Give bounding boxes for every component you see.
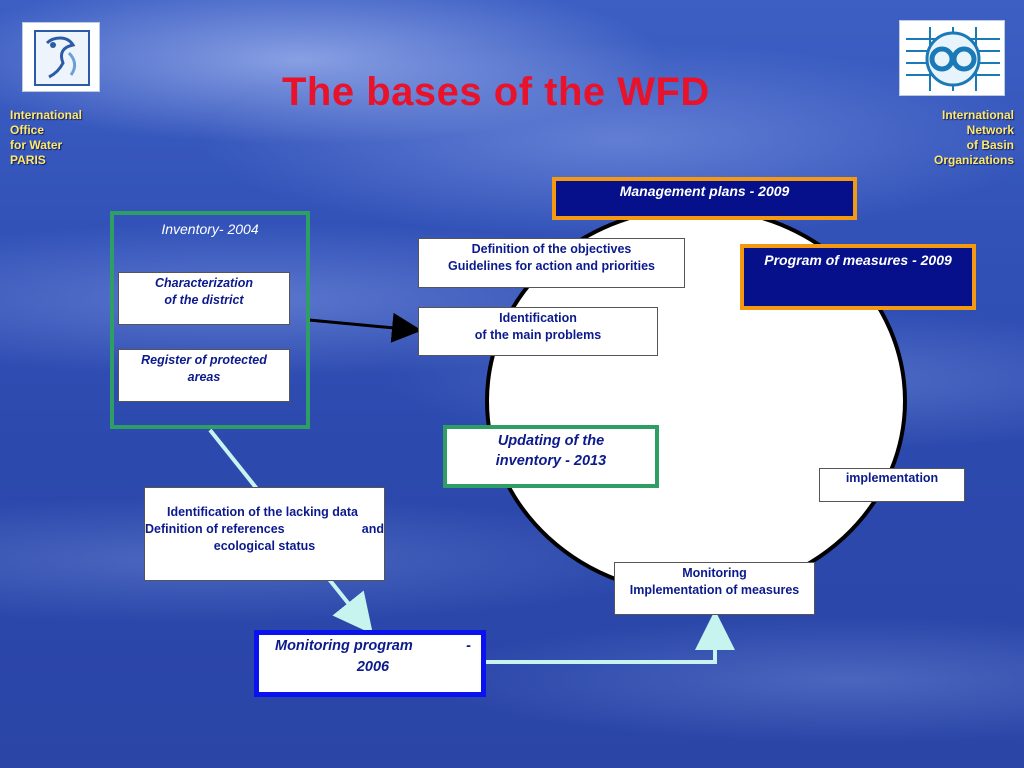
left-org-line: International: [10, 108, 83, 122]
monitoring-impl-line: Monitoring: [682, 566, 747, 580]
right-org-line: International: [941, 108, 1014, 122]
definition-objectives-box: Definition of the objectives Guidelines …: [418, 238, 685, 288]
left-org-line: Office: [10, 123, 45, 137]
lacking-data-line: Identification of the lacking data: [167, 505, 358, 519]
management-plans-box: Management plans - 2009: [552, 177, 857, 220]
inbo-logo: [899, 20, 1005, 96]
left-org-label: International Office for Water PARIS: [10, 108, 110, 168]
management-plans-label: Management plans - 2009: [619, 183, 790, 199]
monitoring-program-text: -: [466, 638, 471, 654]
updating-line: Updating of the: [497, 433, 605, 449]
definition-line: Guidelines for action and priorities: [448, 259, 655, 273]
lacking-data-box: Identification of the lacking data Defin…: [144, 487, 385, 581]
program-measures-box: Program of measures - 2009: [740, 244, 976, 310]
register-line: Register of protected: [141, 353, 267, 367]
updating-inventory-box: Updating of the inventory - 2013: [443, 425, 659, 488]
monitoring-program-box: Monitoring program - 2006: [254, 630, 486, 697]
inventory-title: Inventory- 2004: [161, 221, 259, 237]
implementation-label: implementation: [845, 471, 939, 485]
monitoring-program-line: Monitoring program -: [275, 636, 471, 657]
right-org-line: of Basin: [966, 138, 1014, 152]
ioew-logo-graphic: [34, 30, 90, 86]
identification-line: Identification: [499, 311, 577, 325]
register-line: areas: [187, 370, 221, 384]
monitoring-program-text: Monitoring program: [275, 638, 413, 654]
inventory-frame: [110, 211, 310, 429]
monitoring-impl-line: Implementation of measures: [629, 583, 800, 597]
lacking-data-line: Definition of references and: [145, 521, 384, 538]
lacking-data-text: Definition of references: [145, 522, 285, 536]
right-org-line: Network: [966, 123, 1014, 137]
right-org-label: International Network of Basin Organizat…: [894, 108, 1014, 168]
identification-problems-box: Identification of the main problems: [418, 307, 658, 356]
lacking-data-line: ecological status: [213, 539, 316, 553]
monitoring-implementation-box: Monitoring Implementation of measures: [614, 562, 815, 615]
characterization-line: Characterization: [155, 276, 253, 290]
arrow-monitoring-to-implementation: [486, 610, 735, 664]
definition-line: Definition of the objectives: [471, 242, 632, 256]
monitoring-program-line: 2006: [356, 659, 390, 675]
lacking-data-text: and: [361, 522, 384, 536]
right-org-line: Organizations: [933, 153, 1014, 167]
inbo-logo-graphic: [906, 27, 1000, 91]
updating-line: inventory - 2013: [495, 453, 607, 469]
implementation-box: implementation: [819, 468, 965, 502]
characterization-box: Characterization of the district: [118, 272, 290, 325]
arrow-characterization-to-problems: [308, 312, 422, 343]
characterization-line: of the district: [164, 293, 244, 307]
register-box: Register of protected areas: [118, 349, 290, 402]
left-org-line: for Water: [10, 138, 63, 152]
page-title: The bases of the WFD: [282, 70, 710, 114]
program-measures-label: Program of measures - 2009: [764, 252, 952, 268]
left-org-line: PARIS: [10, 153, 46, 167]
ioew-logo: [22, 22, 100, 92]
identification-line: of the main problems: [474, 328, 602, 342]
